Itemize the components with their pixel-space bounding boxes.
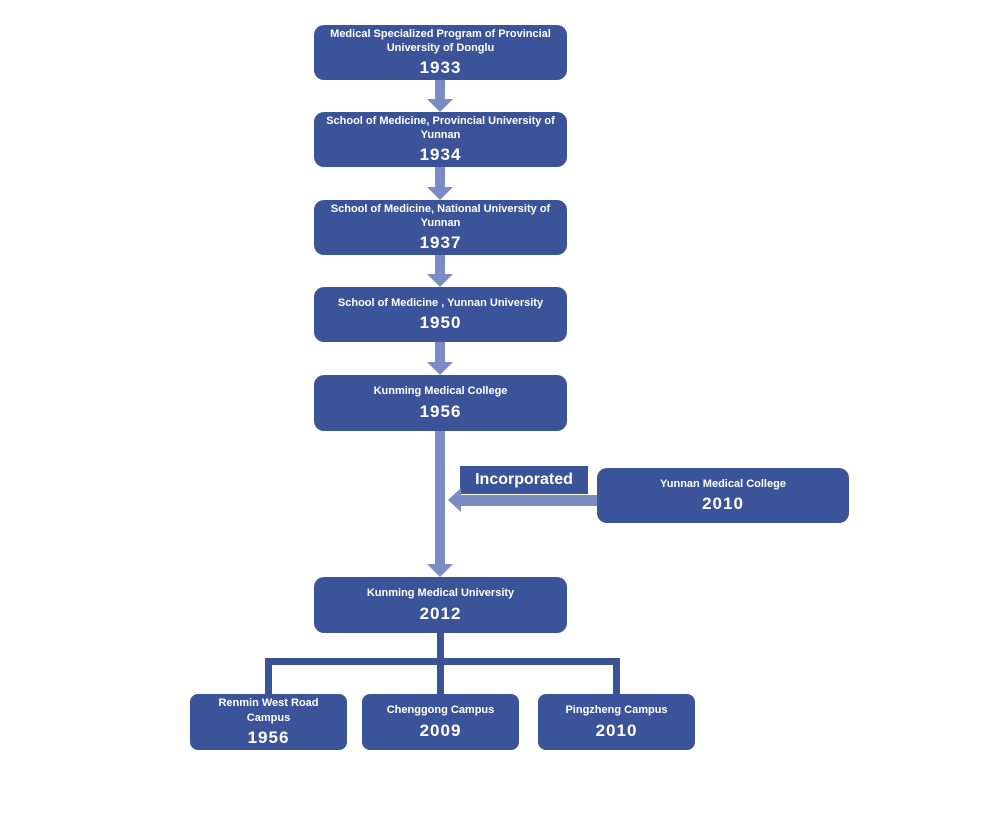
- campus-node-chenggong: Chenggong Campus 2009: [362, 694, 519, 750]
- timeline-node-1933: Medical Specialized Program of Provincia…: [314, 25, 567, 80]
- node-name: Kunming Medical College: [373, 385, 508, 398]
- down-arrow-icon: [427, 255, 453, 287]
- timeline-node-1956: Kunming Medical College 1956: [314, 375, 567, 431]
- down-arrow-icon: [427, 342, 453, 375]
- down-arrow-icon: [427, 431, 453, 577]
- arrow-shaft: [435, 431, 445, 564]
- node-year: 2010: [595, 720, 638, 740]
- node-name: School of Medicine, National University …: [330, 202, 551, 229]
- arrow-head: [427, 362, 453, 375]
- node-name: School of Medicine , Yunnan University: [337, 296, 544, 309]
- arrow-head: [427, 564, 453, 577]
- node-year: 2010: [702, 494, 744, 514]
- down-arrow-icon: [427, 80, 453, 112]
- node-year: 1933: [419, 58, 462, 78]
- node-name: Kunming Medical University: [366, 587, 515, 600]
- node-name: Medical Specialized Program of Provincia…: [330, 27, 551, 54]
- node-name: Renmin West Road Campus: [218, 697, 319, 724]
- merged-node-yunnan-medical-college: Yunnan Medical College 2010: [597, 468, 849, 523]
- timeline-node-1934: School of Medicine, Provincial Universit…: [314, 112, 567, 167]
- campus-node-pingzheng: Pingzheng Campus 2010: [538, 694, 695, 750]
- node-name: Chenggong Campus: [386, 704, 495, 717]
- node-year: 1934: [419, 145, 462, 165]
- branch-connector-horizontal: [265, 658, 620, 665]
- node-year: 2012: [419, 603, 462, 623]
- node-year: 1950: [419, 313, 462, 333]
- node-year: 1937: [419, 233, 462, 253]
- arrow-shaft: [435, 167, 445, 187]
- arrow-shaft: [435, 342, 445, 362]
- campus-node-renmin-west-road: Renmin West Road Campus 1956: [190, 694, 347, 750]
- arrow-head: [427, 99, 453, 112]
- node-year: 1956: [419, 401, 462, 421]
- arrow-shaft: [435, 255, 445, 274]
- arrow-head: [448, 488, 461, 512]
- arrow-head: [427, 274, 453, 287]
- node-name: Yunnan Medical College: [660, 477, 786, 490]
- node-name: School of Medicine, Provincial Universit…: [326, 114, 555, 141]
- arrow-head: [427, 187, 453, 200]
- node-year: 2009: [419, 720, 462, 740]
- branch-connector-stub-left: [265, 658, 272, 694]
- timeline-node-1937: School of Medicine, National University …: [314, 200, 567, 255]
- branch-connector-stub-right: [613, 658, 620, 694]
- node-name: Pingzheng Campus: [565, 704, 668, 717]
- left-arrow-icon: [448, 488, 597, 512]
- down-arrow-icon: [427, 167, 453, 200]
- node-year: 1956: [247, 727, 290, 747]
- incorporated-label: Incorporated: [460, 466, 588, 494]
- arrow-shaft: [435, 80, 445, 99]
- timeline-node-1950: School of Medicine , Yunnan University 1…: [314, 287, 567, 342]
- arrow-shaft: [461, 494, 597, 506]
- timeline-node-2012: Kunming Medical University 2012: [314, 577, 567, 633]
